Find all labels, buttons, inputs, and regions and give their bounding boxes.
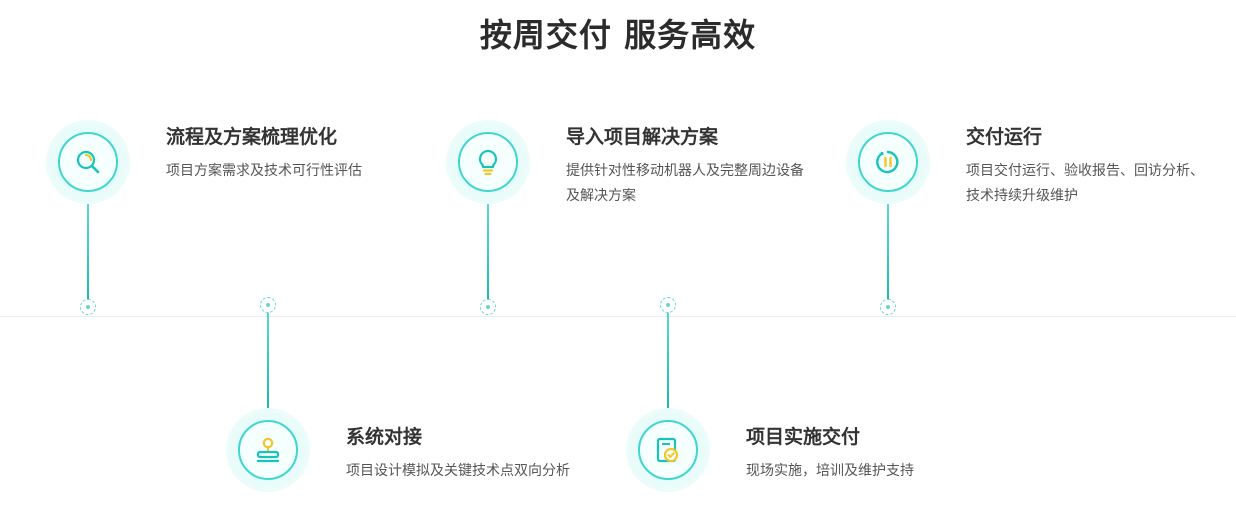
timeline-node xyxy=(660,297,676,313)
connector-line xyxy=(267,305,269,410)
process-step-1-text: 流程及方案梳理优化 项目方案需求及技术可行性评估 xyxy=(166,122,426,184)
connector-line xyxy=(887,202,889,308)
process-step-4-text: 项目实施交付 现场实施，培训及维护支持 xyxy=(746,422,1006,484)
timeline-node xyxy=(80,299,96,315)
step-title: 项目实施交付 xyxy=(746,426,861,448)
process-step-4 xyxy=(626,297,710,492)
timeline-node xyxy=(880,299,896,315)
timeline-node xyxy=(260,297,276,313)
stamp-icon xyxy=(256,437,280,463)
process-step-3 xyxy=(446,120,530,315)
step-icon-ring xyxy=(458,132,518,192)
step-icon-ring xyxy=(238,420,298,480)
step-title: 系统对接 xyxy=(346,426,423,448)
process-step-3-text: 导入项目解决方案 提供针对性移动机器人及完整周边设备及解决方案 xyxy=(566,122,816,209)
step-description: 项目方案需求及技术可行性评估 xyxy=(166,163,362,179)
connector-line xyxy=(87,202,89,308)
pause-circle-icon xyxy=(876,150,899,174)
timeline-node xyxy=(480,299,496,315)
step-icon-ring xyxy=(58,132,118,192)
step-title: 导入项目解决方案 xyxy=(566,126,719,148)
step-description: 项目交付运行、验收报告、回访分析、技术持续升级维护 xyxy=(966,163,1204,204)
document-check-icon xyxy=(656,437,679,463)
connector-line xyxy=(487,202,489,308)
timeline-axis xyxy=(0,316,1236,317)
step-description: 项目设计模拟及关键技术点双向分析 xyxy=(346,463,570,479)
step-title: 流程及方案梳理优化 xyxy=(166,126,338,148)
step-title: 交付运行 xyxy=(966,126,1043,148)
step-icon-ring xyxy=(858,132,918,192)
page-title: 按周交付 服务高效 xyxy=(479,16,757,54)
step-description: 现场实施，培训及维护支持 xyxy=(746,463,914,479)
process-step-2 xyxy=(226,297,310,492)
process-step-5-text: 交付运行 项目交付运行、验收报告、回访分析、技术持续升级维护 xyxy=(966,122,1206,209)
step-icon-ring xyxy=(638,420,698,480)
step-description: 提供针对性移动机器人及完整周边设备及解决方案 xyxy=(566,163,804,204)
connector-line xyxy=(667,305,669,410)
lightbulb-icon xyxy=(478,149,498,176)
process-step-1 xyxy=(46,120,130,315)
search-icon xyxy=(76,150,100,174)
process-step-5 xyxy=(846,120,930,315)
process-step-2-text: 系统对接 项目设计模拟及关键技术点双向分析 xyxy=(346,422,636,484)
